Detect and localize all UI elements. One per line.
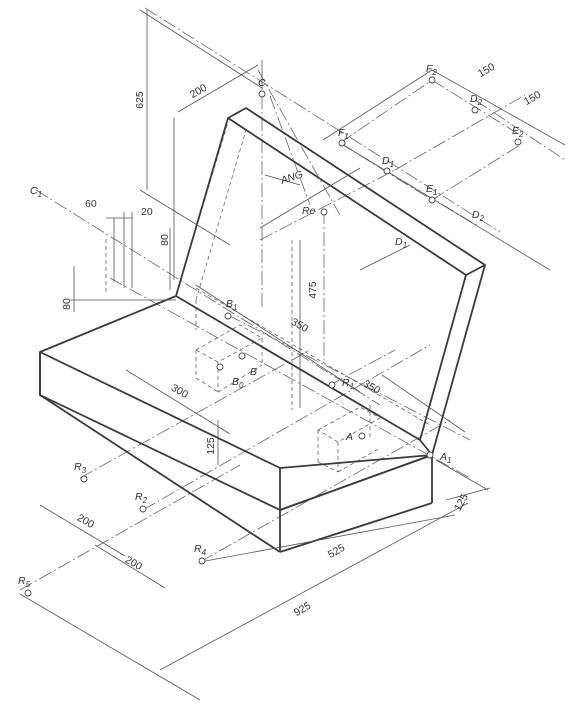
dim-80-right: 80 [159,234,171,246]
dim-475: 475 [307,281,319,299]
point-R2 [139,505,147,513]
point-R4 [198,557,206,565]
dimension-lines [19,9,566,701]
label-R2: R2 [135,491,148,505]
point-R5 [24,589,32,597]
label-C1: C1 [30,185,42,199]
label-D1: D1 [382,155,394,169]
label-B1: B1 [226,298,237,312]
label-R4: R4 [194,543,207,557]
dim-925: 925 [292,600,313,619]
point-E1 [428,196,436,204]
label-E1: E1 [426,183,437,197]
point-Re [320,208,328,216]
label-B0: B0 [232,376,244,390]
label-F1: F1 [338,127,349,141]
label-R5: R5 [18,575,31,589]
label-A: A [345,431,353,443]
point-markers [24,76,522,597]
point-F1 [338,139,346,147]
point-B1 [224,312,232,320]
label-B: B [250,366,257,378]
label-F2: F2 [426,63,437,77]
point-R1 [328,381,336,389]
point-D2 [471,106,479,114]
point-F2 [428,76,436,84]
dim-625: 625 [134,91,146,109]
label-ANG: ANG [278,168,304,187]
dim-60: 60 [85,198,97,210]
dim-20: 20 [141,206,153,218]
point-E2 [514,138,522,146]
label-Re: Re [302,205,316,217]
dim-150-a: 150 [476,61,497,80]
label-D1-dim: D1 [395,236,407,250]
label-C: C [258,77,266,89]
object-outline [39,107,486,553]
dim-200-top: 200 [188,82,209,101]
point-B0 [216,363,224,371]
point-R3 [80,475,88,483]
hidden-lines [105,121,431,473]
point-C [258,90,266,98]
label-R1: R1 [342,377,354,391]
point-D1 [383,167,391,175]
dim-80-left: 80 [61,298,73,310]
dim-350-right: 350 [361,378,382,397]
label-D2: D2 [470,93,483,107]
label-R3: R3 [74,461,87,475]
dim-200-mid: 200 [123,554,144,573]
point-A [358,432,366,440]
center-lines [19,7,566,591]
dim-150-b: 150 [522,89,543,108]
point-labels: C C1 F1 F2 D1 D2 E1 E2 Re B1 B B0 R1 A A… [18,63,524,589]
point-B [238,352,246,360]
label-E2: E2 [512,125,524,139]
dim-125-vertical: 125 [205,437,217,455]
label-A1: A1 [439,451,451,465]
label-D2-dim: D2 [472,209,485,223]
point-A1 [426,451,434,459]
dim-525: 525 [326,542,347,561]
